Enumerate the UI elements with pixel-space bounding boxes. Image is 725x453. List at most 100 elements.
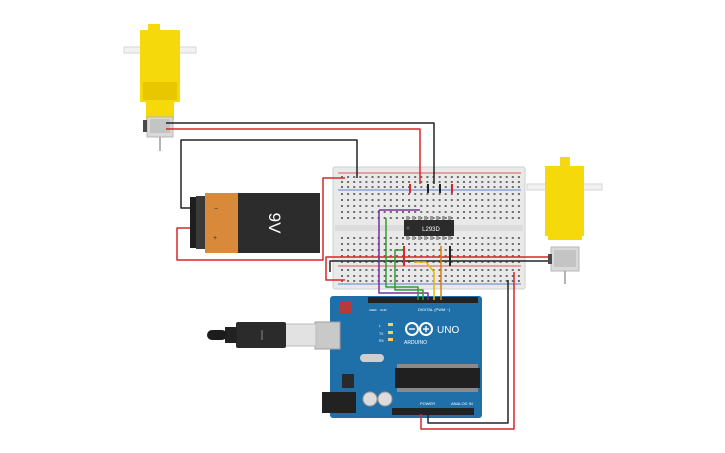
breadboard-hole <box>469 261 472 263</box>
breadboard-hole <box>499 186 502 188</box>
breadboard-hole <box>481 199 484 201</box>
breadboard-hole <box>469 186 472 188</box>
breadboard-hole <box>414 237 417 239</box>
motor-right[interactable] <box>526 157 603 284</box>
l293d-chip[interactable]: L293D <box>404 216 454 240</box>
breadboard-hole <box>505 243 508 245</box>
breadboard-hole <box>365 255 368 257</box>
breadboard-hole <box>469 255 472 257</box>
power-analog-header[interactable] <box>392 408 474 415</box>
breadboard-hole <box>505 280 508 282</box>
breadboard-hole <box>365 181 368 183</box>
breadboard-hole <box>395 280 398 282</box>
reset-button[interactable] <box>340 301 352 313</box>
breadboard-hole <box>359 255 362 257</box>
breadboard-hole <box>499 199 502 201</box>
breadboard-hole <box>469 199 472 201</box>
battery-label: 9V <box>265 213 284 234</box>
breadboard-hole <box>517 261 520 263</box>
breadboard-hole <box>426 261 429 263</box>
arduino-logo-icon <box>405 322 433 336</box>
breadboard-hole <box>395 211 398 213</box>
breadboard-hole <box>450 280 453 282</box>
wire-motor-right-red <box>325 256 548 281</box>
breadboard-hole <box>414 193 417 195</box>
breadboard-hole <box>377 181 380 183</box>
breadboard-hole <box>341 249 343 251</box>
breadboard-hole <box>493 193 496 195</box>
breadboard-hole <box>414 275 417 277</box>
breadboard-hole <box>402 280 404 282</box>
breadboard-hole <box>420 243 423 245</box>
breadboard-hole <box>408 205 411 207</box>
breadboard-hole <box>456 199 459 201</box>
breadboard-hole <box>511 176 514 178</box>
breadboard-hole <box>511 261 514 263</box>
breadboard-hole <box>432 261 435 263</box>
breadboard-hole <box>450 217 453 219</box>
breadboard-hole <box>511 280 514 282</box>
breadboard-hole <box>426 199 429 201</box>
breadboard-hole <box>395 269 398 271</box>
breadboard-hole <box>456 269 459 271</box>
breadboard-hole <box>341 176 343 178</box>
breadboard-hole <box>475 275 478 277</box>
breadboard-hole <box>493 249 496 251</box>
breadboard-hole <box>505 211 508 213</box>
breadboard-hole <box>444 181 447 183</box>
breadboard-hole <box>469 211 472 213</box>
breadboard-hole <box>389 217 392 219</box>
breadboard-hole <box>505 181 508 183</box>
breadboard-hole <box>511 193 514 195</box>
breadboard-hole <box>341 261 343 263</box>
breadboard-hole <box>426 205 429 207</box>
motor-left[interactable] <box>123 24 197 151</box>
breadboard-hole <box>420 176 423 178</box>
breadboard-hole <box>341 217 343 219</box>
breadboard-hole <box>432 193 435 195</box>
breadboard-hole <box>469 193 472 195</box>
breadboard-hole <box>438 261 441 263</box>
breadboard-hole <box>475 269 478 271</box>
breadboard-hole <box>395 199 398 201</box>
breadboard-hole <box>402 193 404 195</box>
breadboard-hole <box>347 186 350 188</box>
breadboard-hole <box>499 176 502 178</box>
breadboard-hole <box>389 205 392 207</box>
breadboard-hole <box>402 243 404 245</box>
breadboard-hole <box>402 275 404 277</box>
breadboard-hole <box>517 199 520 201</box>
usb-cable[interactable] <box>207 322 317 348</box>
breadboard-hole <box>517 280 520 282</box>
breadboard-hole <box>347 199 350 201</box>
breadboard-hole <box>389 186 392 188</box>
breadboard-hole <box>511 237 514 239</box>
breadboard-hole <box>511 255 514 257</box>
breadboard-hole <box>450 269 453 271</box>
battery-9v[interactable]: 9V − + <box>190 193 320 253</box>
breadboard-hole <box>505 249 508 251</box>
breadboard-hole <box>389 249 392 251</box>
gnd-label: GND <box>380 308 388 312</box>
breadboard-hole <box>444 280 447 282</box>
breadboard-hole <box>475 249 478 251</box>
wire-yellow <box>414 261 435 300</box>
breadboard-hole <box>408 261 411 263</box>
arduino-uno[interactable]: UNO ARDUINO DIGITAL (PWM ~) POWER ANALOG… <box>314 296 482 418</box>
breadboard-hole <box>456 205 459 207</box>
breadboard-hole <box>426 217 429 219</box>
breadboard-hole <box>414 181 417 183</box>
tx-label: TX <box>379 332 384 336</box>
breadboard-hole <box>487 243 490 245</box>
breadboard-hole <box>383 193 386 195</box>
breadboard-hole <box>511 269 514 271</box>
breadboard-hole <box>365 269 368 271</box>
breadboard-hole <box>463 205 465 207</box>
breadboard-hole <box>408 269 411 271</box>
breadboard-hole <box>481 249 484 251</box>
breadboard-hole <box>475 237 478 239</box>
breadboard-hole <box>395 243 398 245</box>
breadboard-hole <box>505 237 508 239</box>
breadboard-hole <box>469 280 472 282</box>
